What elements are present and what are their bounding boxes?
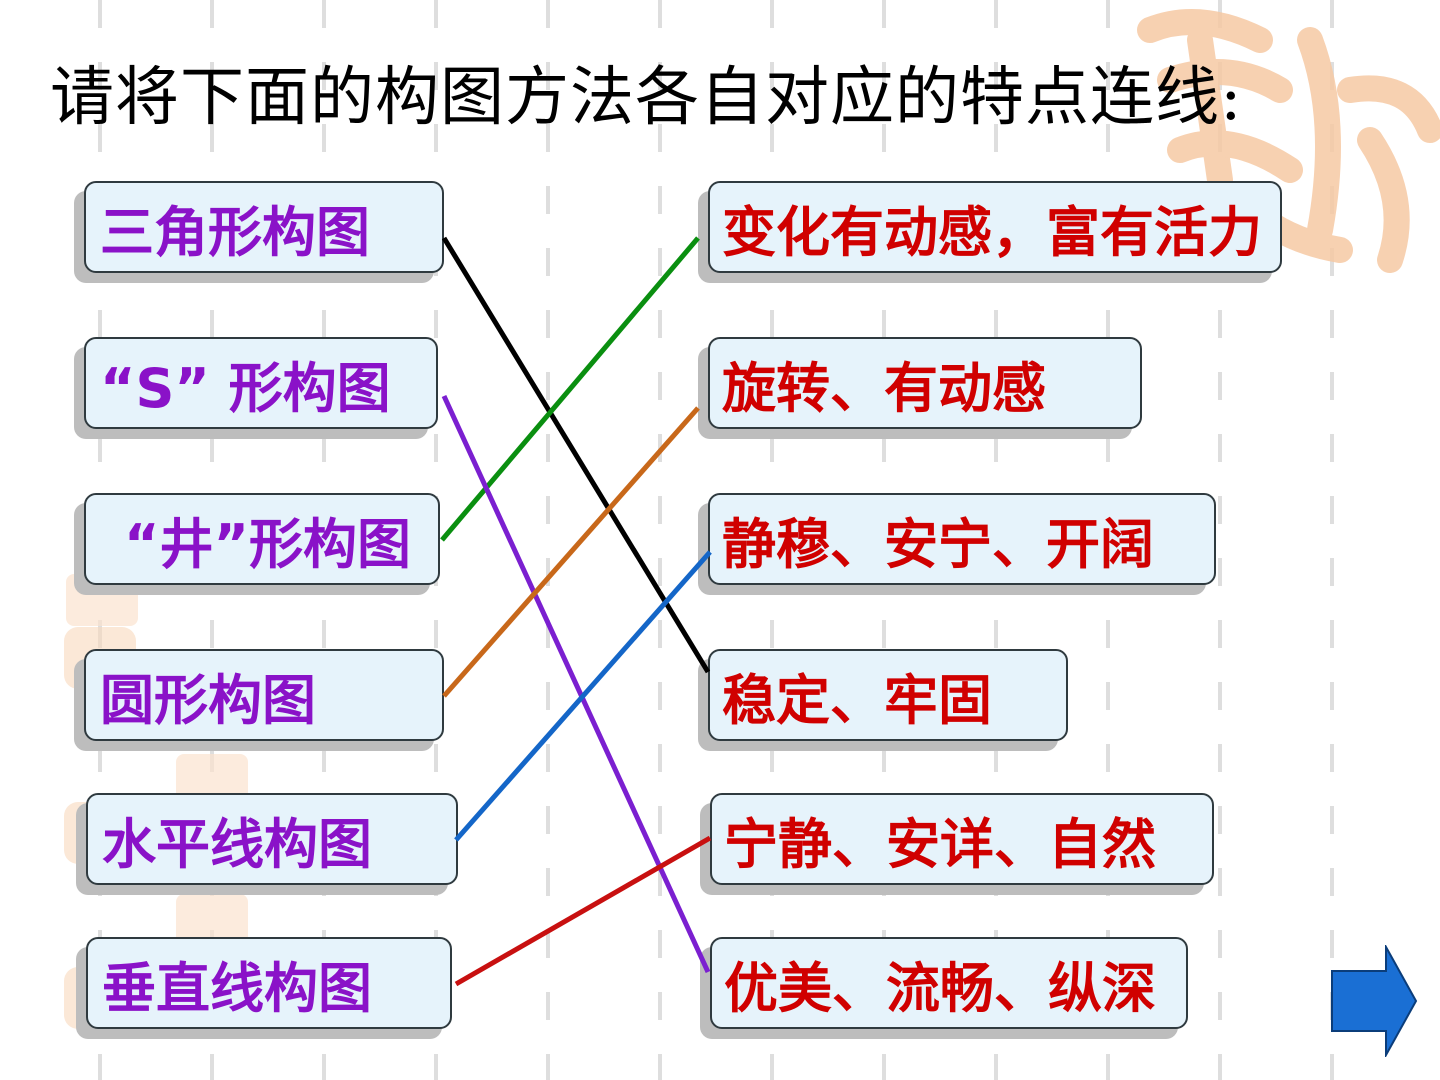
left-item-label: 水平线构图 bbox=[102, 812, 372, 876]
left-item-s-curve[interactable]: “S” 形构图 bbox=[84, 337, 438, 429]
link-circle-rotation bbox=[442, 406, 700, 698]
right-item-label: 变化有动感，富有活力 bbox=[722, 200, 1262, 264]
left-item-label: 三角形构图 bbox=[100, 200, 370, 264]
left-item-horizontal[interactable]: 水平线构图 bbox=[86, 793, 458, 885]
right-item-solemn-open[interactable]: 静穆、安宁、开阔 bbox=[708, 493, 1216, 585]
left-item-label: “井”形构图 bbox=[124, 512, 411, 576]
left-item-vertical[interactable]: 垂直线构图 bbox=[86, 937, 452, 1029]
link-triangle-stable bbox=[441, 236, 711, 674]
left-item-label: 垂直线构图 bbox=[102, 956, 372, 1020]
right-item-label: 旋转、有动感 bbox=[722, 356, 1046, 420]
right-item-graceful-deep[interactable]: 优美、流畅、纵深 bbox=[710, 937, 1188, 1029]
right-item-label: 静穆、安宁、开阔 bbox=[722, 512, 1154, 576]
link-grid-dynamic bbox=[440, 236, 700, 542]
page-title: 请将下面的构图方法各自对应的特点连线: bbox=[50, 61, 1243, 135]
right-item-label: 优美、流畅、纵深 bbox=[724, 956, 1156, 1020]
left-item-grid[interactable]: “井”形构图 bbox=[84, 493, 440, 585]
right-item-stable[interactable]: 稳定、牢固 bbox=[708, 649, 1068, 741]
left-item-circle[interactable]: 圆形构图 bbox=[84, 649, 444, 741]
next-arrow-icon[interactable] bbox=[1330, 945, 1418, 1057]
link-s-curve-graceful bbox=[441, 394, 711, 974]
right-item-tranquil-natural[interactable]: 宁静、安详、自然 bbox=[710, 793, 1214, 885]
left-item-label: 圆形构图 bbox=[100, 668, 316, 732]
right-item-label: 宁静、安详、自然 bbox=[724, 812, 1156, 876]
seal-stamp-icon bbox=[176, 894, 248, 946]
link-vertical-tranquil bbox=[454, 835, 712, 987]
left-item-triangle[interactable]: 三角形构图 bbox=[84, 181, 444, 273]
right-item-rotation[interactable]: 旋转、有动感 bbox=[708, 337, 1142, 429]
link-horizontal-solemn bbox=[454, 550, 712, 842]
seal-stamp-icon bbox=[66, 574, 138, 626]
right-item-dynamic-vital[interactable]: 变化有动感，富有活力 bbox=[708, 181, 1282, 273]
right-item-label: 稳定、牢固 bbox=[722, 668, 992, 732]
left-item-label: “S” 形构图 bbox=[100, 356, 391, 420]
